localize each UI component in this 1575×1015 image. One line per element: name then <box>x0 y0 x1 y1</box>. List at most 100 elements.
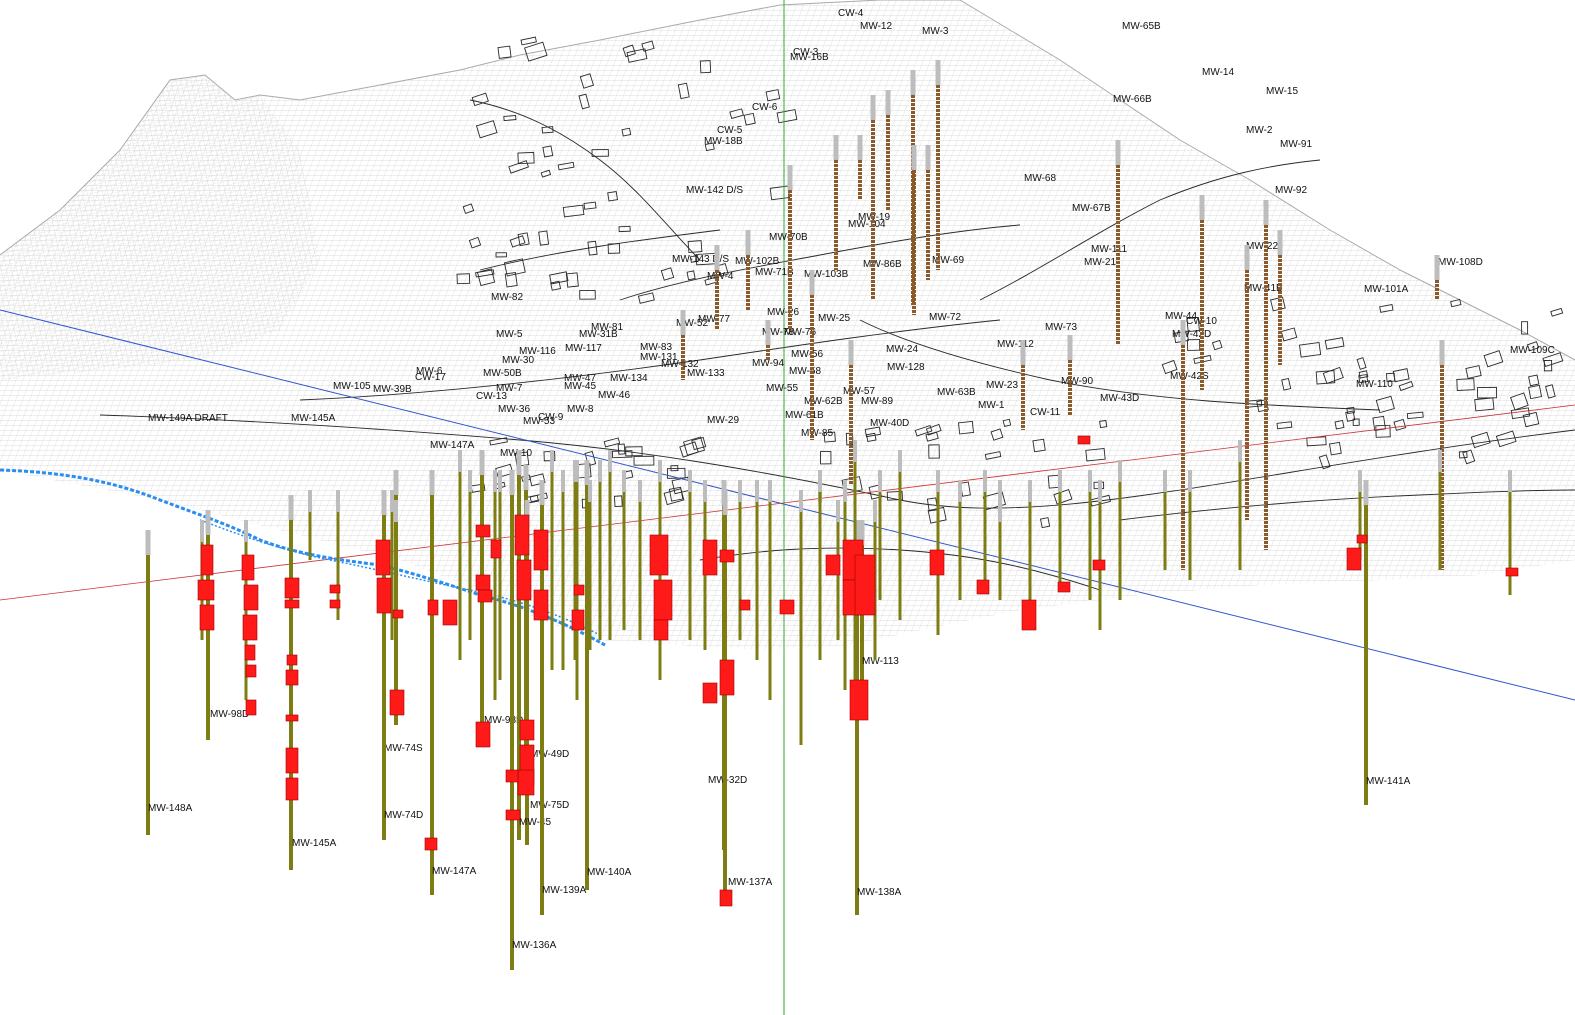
well-label-upland: MW-108D <box>1438 257 1483 268</box>
well-label-upland: MW-44 <box>1165 311 1197 322</box>
contamination-interval <box>1346 547 1362 571</box>
contamination-interval <box>533 589 549 621</box>
contamination-interval <box>329 584 341 594</box>
well-label-upland: MW-149A DRAFT <box>148 413 228 424</box>
well-label-upland: MW-101A <box>1364 284 1409 295</box>
well-label-upland: MW-68 <box>1024 173 1056 184</box>
well-label-upland: MW-41B <box>1244 283 1283 294</box>
contamination-interval <box>702 682 718 704</box>
contamination-interval <box>285 777 299 801</box>
well-label-upland: MW-103B <box>804 269 849 280</box>
well-label-upland: MW-53 <box>523 416 555 427</box>
well-label-upland: MW-39B <box>373 384 412 395</box>
contamination-interval <box>285 747 299 774</box>
well-label-upland: MW-4 <box>707 271 734 282</box>
terrain-mesh <box>0 0 1575 650</box>
well-label-upland: MW-2 <box>1246 125 1273 136</box>
well-label-deep: MW-148A <box>148 803 193 814</box>
well-label-upland: MW-47 <box>564 373 596 384</box>
well-label-upland: MW-5 <box>496 329 523 340</box>
well-label-upland: MW-145A <box>291 413 336 424</box>
well-label-upland: MW-22 <box>1246 241 1278 252</box>
well-label-upland: MW-85 <box>801 428 833 439</box>
contamination-interval <box>243 584 259 611</box>
well-label-upland: CW-3 <box>793 47 819 58</box>
contamination-interval <box>825 554 841 576</box>
contamination-interval <box>1505 567 1519 577</box>
well-label-deep: MW-140A <box>587 867 632 878</box>
contamination-interval <box>392 609 404 619</box>
well-label-upland: CW-11 <box>1030 407 1061 418</box>
contamination-interval <box>490 539 502 559</box>
well-label-upland: MW-58 <box>789 366 821 377</box>
well-label-upland: CW-5 <box>717 125 743 136</box>
contamination-interval <box>653 619 669 641</box>
well-label-upland: MW-133 <box>687 368 725 379</box>
well-label-upland: MW-128 <box>887 362 925 373</box>
well-label-upland: CW-17 <box>415 372 446 383</box>
well-label-upland: MW-8 <box>567 404 594 415</box>
well-label-upland: MW-134 <box>610 373 648 384</box>
well-label-upland: MW-105 <box>333 381 371 392</box>
well-label-upland: MW-21 <box>1084 257 1116 268</box>
well-label-deep: MW-74S <box>384 743 423 754</box>
well-label-deep: MW-139A <box>542 885 587 896</box>
well-label-upland: MW-25 <box>818 313 850 324</box>
well-label-upland: MW-23 <box>986 380 1018 391</box>
well-label-upland: MW-42D <box>1172 329 1211 340</box>
well-label-upland: MW-1 <box>978 400 1005 411</box>
well-label-upland: MW-69 <box>932 255 964 266</box>
contamination-interval <box>533 529 549 571</box>
contamination-interval <box>475 574 491 591</box>
well-label-upland: MW-89 <box>861 396 893 407</box>
contamination-interval <box>571 609 585 631</box>
contamination-interval <box>1356 534 1368 544</box>
well-label-upland: MW-90 <box>1061 376 1093 387</box>
well-label-upland: MW-116 <box>519 346 556 357</box>
well-label-upland: MW-92 <box>1275 185 1307 196</box>
contamination-interval <box>1077 435 1091 445</box>
well-label-upland: MW-15 <box>1266 86 1298 97</box>
contamination-interval <box>1021 599 1037 631</box>
contamination-interval <box>329 599 341 609</box>
well-label-upland: MW-63B <box>937 387 976 398</box>
well-label-deep: MW-145A <box>292 838 337 849</box>
contamination-interval <box>719 659 735 696</box>
contamination-interval <box>779 599 795 615</box>
well-label-deep: MW-113 <box>862 656 899 667</box>
well-label-deep: MW-45 <box>519 817 551 828</box>
contamination-interval <box>505 769 519 783</box>
well-label-upland: MW-14 <box>1202 67 1234 78</box>
contamination-interval <box>427 599 439 616</box>
well-label-upland: CW-13 <box>476 391 507 402</box>
well-label-deep: MW-74D <box>384 810 423 821</box>
well-label-deep: MW-32D <box>708 775 747 786</box>
contamination-interval <box>477 589 493 603</box>
contamination-interval <box>244 644 256 661</box>
contamination-interval <box>475 721 491 748</box>
well-label-upland: MW-26 <box>767 307 799 318</box>
contamination-interval <box>197 579 215 601</box>
well-label-upland: MW-12 <box>860 21 892 32</box>
well-label-upland: MW-66B <box>1113 94 1152 105</box>
contamination-interval <box>285 669 299 686</box>
well-label-deep: MW-137A <box>728 877 773 888</box>
well-label-upland: MW-86B <box>863 259 902 270</box>
well-label-upland: MW-111 <box>1091 244 1128 255</box>
contamination-interval <box>1092 559 1106 571</box>
contamination-interval <box>286 654 298 666</box>
contamination-interval <box>284 599 300 609</box>
well-label-deep: MW-49D <box>530 749 569 760</box>
well-label-upland: MW-109C <box>1510 345 1555 356</box>
well-label-upland: MW-61B <box>785 410 824 421</box>
well-label-upland: MW-55 <box>766 383 798 394</box>
contamination-interval <box>573 584 585 596</box>
well-label-upland: MW-94 <box>752 358 784 369</box>
well-label-upland: MW-67B <box>1072 203 1111 214</box>
contamination-interval <box>199 604 215 631</box>
axis-blue <box>0 309 1575 701</box>
well-label-upland: CW-9 <box>538 412 564 423</box>
contamination-interval <box>200 544 214 576</box>
contamination-interval <box>376 577 392 614</box>
